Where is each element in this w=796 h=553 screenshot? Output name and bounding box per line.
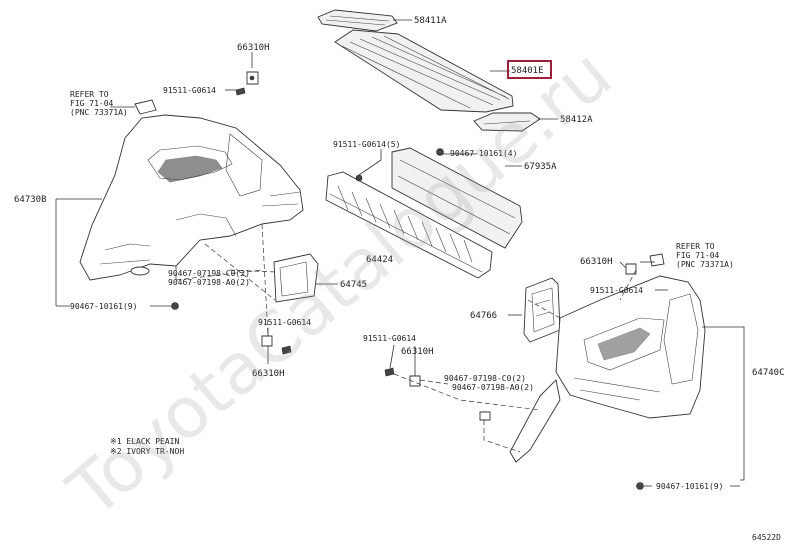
refer-right-line2[interactable]: FIG 71-04 [676,251,720,260]
label-90467-a0-right[interactable]: 90467-07198-A0(2) [452,383,534,392]
quarter-trim-panel-right[interactable] [509,275,706,463]
reinforcement-64424[interactable] [325,171,493,279]
deck-board-58401e[interactable] [334,29,514,113]
label-58412a[interactable]: 58412A [560,115,593,125]
label-90467-c0-right[interactable]: 90467-07198-C0(2) [444,374,526,383]
label-64740c[interactable]: 64740C [752,368,785,378]
label-64766[interactable]: 64766 [470,311,497,321]
bracket-64766[interactable] [523,277,561,343]
screw-90467-left[interactable] [171,302,179,310]
figure-number: 64522D [752,533,781,542]
clip-66310h-top[interactable] [246,71,259,85]
clip-66310h-lower[interactable] [261,335,292,355]
label-64745[interactable]: 64745 [340,280,367,290]
screw-90467-right[interactable] [636,482,644,490]
quarter-trim-panel-left[interactable] [79,114,304,281]
label-90467-10161-right[interactable]: 90467-10161(9) [656,482,723,491]
label-91511-top[interactable]: 91511-G0614 [163,86,216,95]
label-91511-bottom[interactable]: 91511-G0614 [363,334,416,343]
refer-right-line3: (PNC 73371A) [676,260,734,269]
label-91511-right[interactable]: 91511-G0614 [590,286,643,295]
part-labels: 58411A 58401E 58412A 66310H 91511-G0614 … [14,16,785,542]
label-66310h-lower[interactable]: 66310H [252,369,285,379]
label-90467-a0-left[interactable]: 90467-07198-A0(2) [168,278,250,287]
label-91511-mid[interactable]: 91511-G0614(5) [333,140,400,149]
hook-left-top[interactable] [134,99,157,115]
label-58411a[interactable]: 58411A [414,16,447,26]
clip-floor-right[interactable] [479,411,491,421]
label-64424[interactable]: 64424 [366,255,393,265]
refer-left-line3: (PNC 73371A) [70,108,128,117]
label-66310h-right[interactable]: 66310H [580,257,613,267]
label-90467-c0-left[interactable]: 90467-07198-C0(2) [168,269,250,278]
refer-left-line1: REFER TO [70,90,109,99]
clip-66310h-right[interactable] [625,253,665,275]
clip-90467-center[interactable] [355,148,444,182]
label-91511-lower[interactable]: 91511-G0614 [258,318,311,327]
label-90467-10161-left[interactable]: 90467-10161(9) [70,302,137,311]
label-58401e[interactable]: 58401E [511,66,544,76]
label-90467-mid[interactable]: 90467-10161(4) [450,149,517,158]
label-67935a[interactable]: 67935A [524,162,557,172]
partition-67935a[interactable] [391,147,523,249]
screw-91511-top[interactable] [235,87,246,96]
highlight-box-58401e [507,60,552,79]
dashed-assembly-lines [175,223,637,453]
deck-board-58411a[interactable] [317,9,398,32]
note-1: ※1 ELACK PEAIN [110,437,180,446]
label-66310h-bottom[interactable]: 66310H [401,347,434,357]
label-64730b[interactable]: 64730B [14,195,47,205]
note-2: ※2 IVORY TR-NOH [110,447,184,456]
refer-left-line2[interactable]: FIG 71-04 [70,99,114,108]
refer-right-line1: REFER TO [676,242,715,251]
label-66310h-top[interactable]: 66310H [237,43,270,53]
cover-64745[interactable] [273,253,319,303]
leader-lines [55,19,745,487]
